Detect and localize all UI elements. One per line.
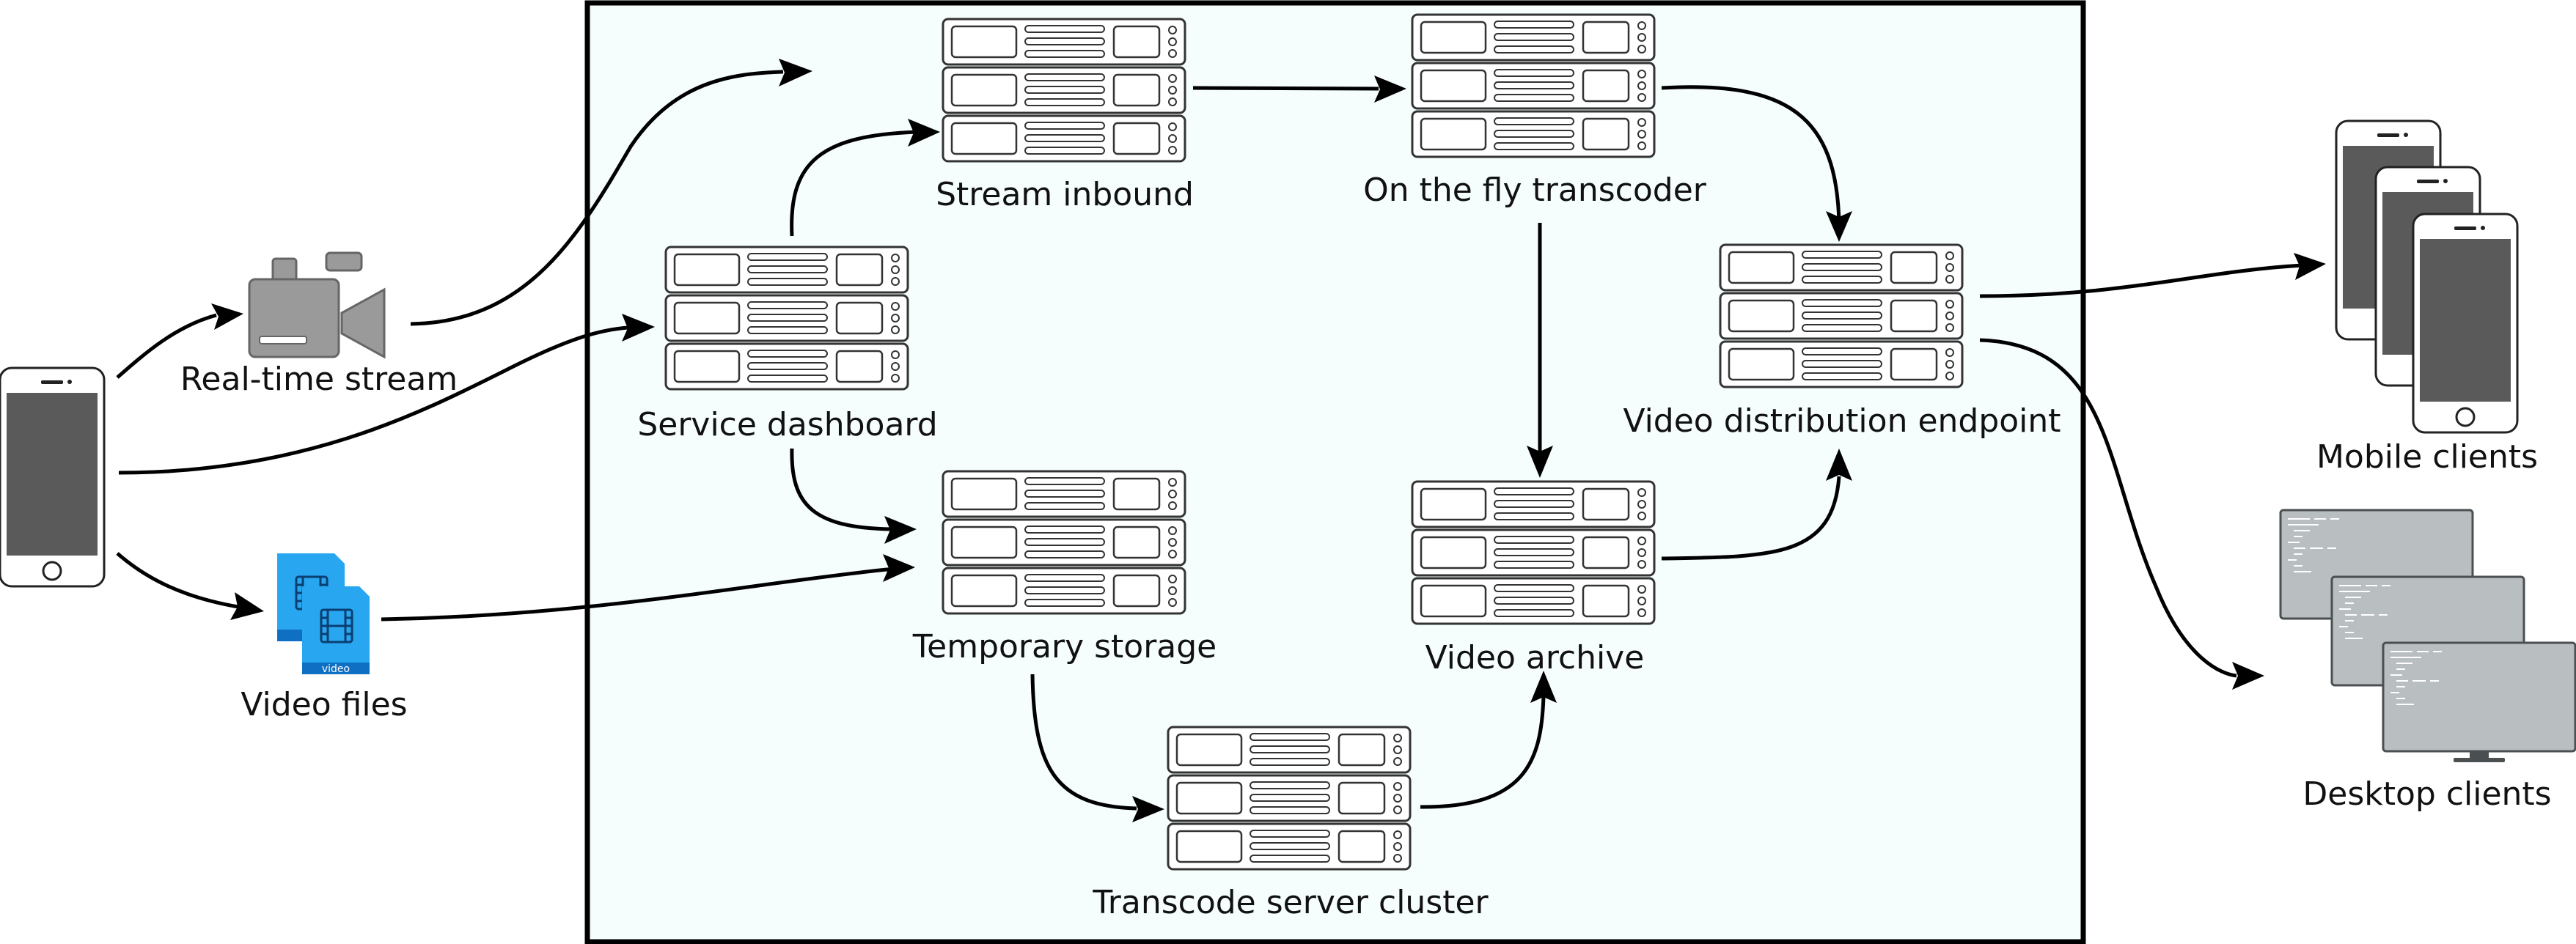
label-transcode-server-cluster: Transcode server cluster	[1092, 884, 1489, 921]
source-smartphone-icon	[0, 366, 106, 588]
arrowhead	[908, 119, 940, 147]
label-desktop-clients: Desktop clients	[2302, 775, 2551, 813]
arrowhead	[2294, 253, 2326, 280]
stream-inbound-server-icon	[942, 18, 1186, 163]
arrow-endpoint-to-desktop	[1979, 338, 2237, 678]
arrow-endpoint-to-mobile	[1979, 263, 2303, 298]
service-dashboard-server-icon	[664, 246, 909, 391]
arrowhead	[1826, 449, 1852, 481]
arrow-storage-to-cluster	[1030, 674, 1137, 811]
arrow-phone-to-realtime	[116, 313, 217, 379]
mobile-clients-icon	[2335, 119, 2519, 434]
arrow-realtime-to-panel	[410, 70, 784, 326]
label-stream-inbound: Stream inbound	[936, 176, 1194, 213]
label-service-dashboard: Service dashboard	[637, 406, 937, 443]
temporary-storage-server-icon	[942, 470, 1186, 615]
label-temporary-storage: Temporary storage	[912, 628, 1217, 665]
arrow-cluster-to-archive	[1420, 696, 1546, 809]
arrow-phone-to-videofiles	[116, 552, 239, 609]
arrowhead	[230, 592, 264, 620]
arrowhead	[1826, 211, 1852, 242]
arrow-dashboard-to-inbound	[790, 130, 917, 237]
arrowhead	[622, 314, 655, 342]
flow-arrows	[116, 70, 2303, 811]
video-camera-icon	[248, 251, 386, 359]
arrowhead	[779, 59, 812, 86]
arrowhead	[1527, 446, 1553, 478]
arrow-dashboard-to-storage	[790, 448, 892, 531]
arrowhead	[1132, 796, 1164, 822]
arrowhead	[884, 516, 917, 544]
arrowhead	[1374, 75, 1406, 103]
label-video-archive: Video archive	[1425, 639, 1645, 676]
arrow-phone-to-dashboard	[118, 325, 628, 475]
arrow-inbound-to-transcoder	[1192, 86, 1379, 91]
on-the-fly-transcoder-server-icon	[1411, 13, 1656, 158]
video-distribution-endpoint-server-icon	[1719, 243, 1964, 388]
arrow-transcoder-to-endpoint	[1661, 85, 1841, 224]
label-on-the-fly-transcoder: On the fly transcoder	[1363, 172, 1707, 209]
arrowhead	[1530, 671, 1557, 703]
arrowhead	[2232, 662, 2264, 690]
transcode-server-cluster-server-icon	[1167, 726, 1412, 871]
video-archive-server-icon	[1411, 480, 1656, 625]
video-file-icon: video	[301, 585, 371, 676]
arrowhead	[211, 303, 243, 330]
label-video-files: Video files	[241, 686, 407, 723]
label-video-distribution-endpoint: Video distribution endpoint	[1623, 402, 2061, 440]
label-realtime-stream: Real-time stream	[180, 361, 458, 398]
arrow-archive-to-endpoint	[1661, 476, 1841, 561]
arrowheads	[211, 59, 2326, 822]
video-badge-label: video	[322, 663, 350, 675]
desktop-clients-icon	[2279, 509, 2576, 764]
label-mobile-clients: Mobile clients	[2316, 438, 2538, 476]
arrowhead	[883, 554, 915, 582]
